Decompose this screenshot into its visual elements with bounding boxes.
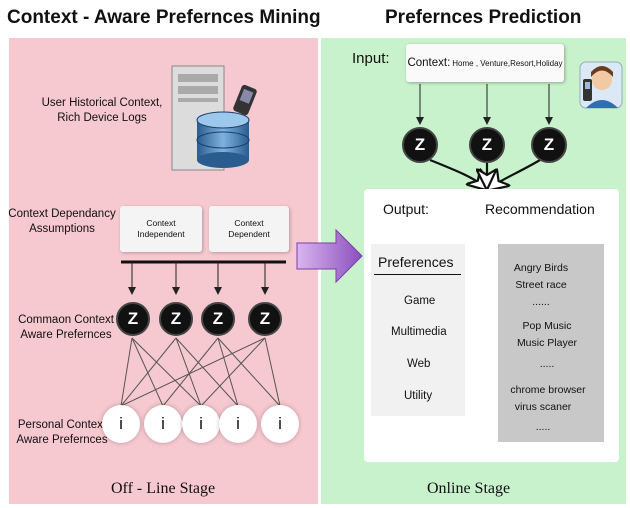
card-dependent-line1: Context xyxy=(234,218,264,228)
input-label: Input: xyxy=(352,50,390,67)
recommendation-item: virus scaner xyxy=(514,401,572,413)
online-stage-label: Online Stage xyxy=(427,480,511,497)
recommendation-item: Street race xyxy=(515,279,567,291)
card-independent-line1: Context xyxy=(146,218,176,228)
preference-item: Web xyxy=(407,358,431,370)
z-node: Z xyxy=(201,302,235,336)
z-node: Z xyxy=(116,302,150,336)
server-database-icon xyxy=(171,65,250,171)
preferences-divider xyxy=(374,274,461,275)
left-title: Context - Aware Prefernces Mining xyxy=(7,7,321,28)
historical-label-line1: User Historical Context, xyxy=(41,97,163,109)
recommendation-item: Pop Music xyxy=(522,320,572,332)
recommendation-item: ..... xyxy=(535,421,551,433)
common-label-line1: Commaon Context xyxy=(18,314,114,326)
preference-item: Utility xyxy=(404,390,433,402)
dependency-label: Context Dependancy Assumptions xyxy=(6,207,118,237)
arrow-right-icon xyxy=(296,228,363,284)
context-independent-card: Context Independent xyxy=(120,206,202,252)
dependency-label-line2: Assumptions xyxy=(29,223,95,235)
context-dependent-card: Context Dependent xyxy=(209,206,289,252)
recommendation-item: chrome browser xyxy=(510,384,586,396)
preferences-panel xyxy=(371,244,465,416)
offline-stage-label: Off - Line Stage xyxy=(111,480,216,497)
person-with-phone-icon xyxy=(579,61,623,109)
context-prefix: Context: xyxy=(407,57,451,69)
personal-label-line2: Aware Prefernces xyxy=(16,434,108,446)
personal-label-line1: Personal Context xyxy=(17,419,107,431)
i-node: i xyxy=(219,405,257,443)
historical-label-line2: Rich Device Logs xyxy=(57,112,147,124)
preferences-header: Preferences xyxy=(378,254,454,270)
z-node: Z xyxy=(531,127,567,163)
right-title: Prefernces Prediction xyxy=(385,7,582,28)
preference-item: Multimedia xyxy=(391,326,447,338)
recommendation-item: ...... xyxy=(532,296,550,308)
context-values: Home , Venture,Resort,Holiday xyxy=(452,58,563,68)
i-node: i xyxy=(261,405,299,443)
dependency-label-line1: Context Dependancy xyxy=(8,208,116,220)
recommendation-item: Angry Birds xyxy=(513,262,569,274)
z-node: Z xyxy=(469,127,505,163)
z-node: Z xyxy=(159,302,193,336)
phone-icon xyxy=(233,84,257,116)
i-node: i xyxy=(102,405,140,443)
preference-item: Game xyxy=(404,295,436,307)
z-node: Z xyxy=(248,302,282,336)
z-node: Z xyxy=(402,127,438,163)
recommendations-panel xyxy=(498,244,604,442)
personal-preferences-label: Personal Context Aware Prefernces xyxy=(10,418,114,448)
card-dependent-line2: Dependent xyxy=(228,229,270,239)
i-node: i xyxy=(144,405,182,443)
recommendation-item: Music Player xyxy=(516,337,578,349)
recommendation-item: ..... xyxy=(539,358,555,370)
card-independent-line2: Independent xyxy=(137,229,185,239)
historical-context-label: User Historical Context, Rich Device Log… xyxy=(34,96,170,126)
context-input-box: Context: Home , Venture,Resort,Holiday xyxy=(406,44,564,82)
i-node: i xyxy=(182,405,220,443)
output-label: Output: xyxy=(383,201,429,217)
common-preferences-label: Commaon Context Aware Prefernces xyxy=(10,313,122,343)
recommendation-label: Recommendation xyxy=(485,201,595,217)
common-label-line2: Aware Prefernces xyxy=(20,329,112,341)
